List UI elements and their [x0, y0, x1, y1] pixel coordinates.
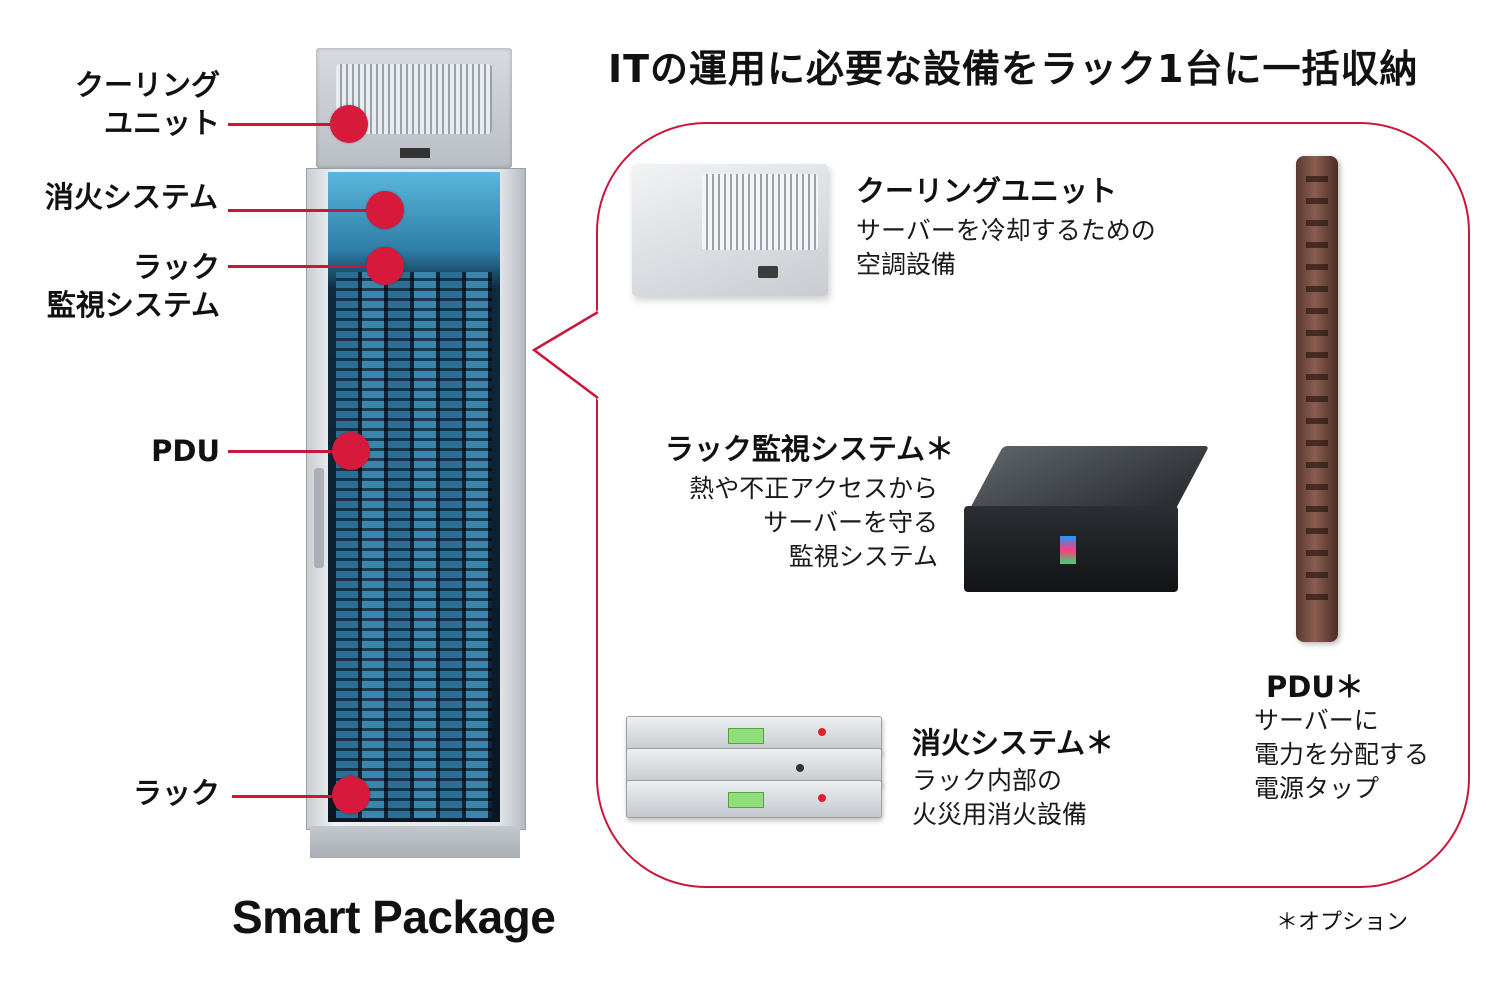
- item-desc-monitor-line3: 監視システム: [788, 542, 938, 571]
- label-cooling-line2: ユニット: [103, 106, 220, 140]
- item-title-monitor: ラック監視システム＊: [664, 432, 954, 466]
- label-monitor-line2: 監視システム: [46, 288, 220, 322]
- rack-badge: [400, 148, 430, 158]
- item-desc-fire-line1: ラック内部の: [912, 766, 1063, 795]
- callout-pointer: [531, 310, 599, 400]
- leader-line-fire: [228, 209, 368, 212]
- fire-unit-1-screen: [728, 728, 764, 744]
- item-desc-pdu-line3: 電源タップ: [1254, 774, 1380, 803]
- label-cooling-line1: クーリング: [74, 68, 220, 102]
- item-desc-monitor-line1: 熱や不正アクセスから: [689, 474, 938, 503]
- item-title-fire: 消火システム＊: [912, 726, 1115, 760]
- label-rack: ラック: [132, 776, 220, 810]
- label-monitor: ラック 監視システム: [10, 248, 220, 324]
- marker-dot-pdu: [332, 432, 370, 470]
- item-desc-monitor-line2: サーバーを守る: [763, 508, 938, 537]
- cooling-unit-vent: [702, 174, 818, 250]
- page-title: ITの運用に必要な設備をラック1台に一括収納: [608, 47, 1419, 91]
- leader-line-cooling: [228, 123, 348, 126]
- leader-line-pdu: [228, 450, 338, 453]
- marker-dot-rack: [332, 776, 370, 814]
- item-desc-cooling-line2: 空調設備: [856, 250, 957, 279]
- leader-line-monitor: [228, 265, 368, 268]
- item-title-cooling: クーリングユニット: [856, 174, 1118, 208]
- item-desc-fire-line2: 火災用消火設備: [912, 800, 1088, 829]
- item-desc-cooling: サーバーを冷却するための 空調設備: [856, 214, 1156, 282]
- label-fire: 消火システム: [44, 180, 218, 214]
- fire-unit-3-led: [818, 794, 826, 802]
- label-monitor-line1: ラック: [132, 250, 220, 284]
- item-desc-fire: ラック内部の 火災用消火設備: [912, 764, 1087, 832]
- label-pdu: PDU: [151, 434, 220, 468]
- fire-unit-3-screen: [728, 792, 764, 808]
- pdu-sockets: [1306, 176, 1328, 616]
- item-desc-pdu-line2: 電力を分配する: [1254, 740, 1430, 769]
- rack-server-slots: [336, 272, 492, 818]
- marker-dot-fire: [366, 191, 404, 229]
- fire-unit-2-knob: [796, 764, 804, 772]
- item-desc-pdu-line1: サーバーに: [1254, 706, 1379, 735]
- rack-base: [310, 826, 520, 858]
- monitor-box-led-strip: [1060, 536, 1076, 564]
- leader-line-rack: [232, 795, 342, 798]
- callout-balloon: [596, 122, 1470, 888]
- product-name: Smart Package: [232, 891, 556, 943]
- item-title-pdu: PDU＊: [1266, 670, 1364, 704]
- marker-dot-cooling: [330, 105, 368, 143]
- item-desc-monitor: 熱や不正アクセスから サーバーを守る 監視システム: [600, 472, 938, 574]
- cooling-unit-switch: [758, 266, 778, 278]
- item-desc-cooling-line1: サーバーを冷却するための: [856, 216, 1156, 245]
- option-note: ＊オプション: [1276, 910, 1409, 935]
- rack-door-handle: [314, 468, 324, 568]
- item-desc-pdu: サーバーに 電力を分配する 電源タップ: [1254, 704, 1429, 806]
- fire-unit-1-led: [818, 728, 826, 736]
- label-cooling: クーリング ユニット: [40, 66, 220, 142]
- marker-dot-monitor: [366, 247, 404, 285]
